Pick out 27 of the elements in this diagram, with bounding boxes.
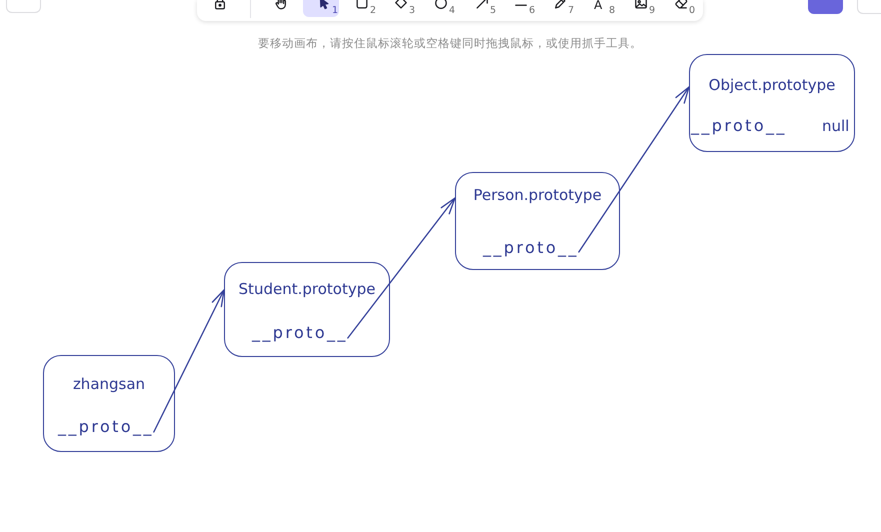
property-label: __proto__ — [58, 417, 154, 437]
value-label: null — [822, 116, 850, 136]
box-title: zhangsan — [72, 374, 146, 394]
box-title: Student.prototype — [238, 279, 376, 299]
selection-tool-button: 1 — [303, 0, 339, 17]
property-label: __proto__ — [691, 116, 787, 136]
line-tool-button: 6 — [512, 0, 538, 17]
arrow — [153, 289, 225, 433]
rounded-box — [43, 355, 175, 452]
hint-text: 要移动画布，请按住鼠标滚轮或空格键同时拖拽鼠标，或使用抓手工具。 — [258, 35, 642, 51]
box-title: Object.prototype — [708, 75, 836, 95]
eraser-tool-button: 0 — [672, 0, 698, 17]
arrow-tool-button: 5 — [472, 0, 498, 17]
rounded-box — [455, 172, 620, 270]
arrow — [347, 197, 456, 339]
rounded-box — [224, 262, 390, 357]
property-label: __proto__ — [483, 238, 579, 258]
image-tool-button: 9 — [632, 0, 658, 17]
rectangle-tool-button: 2 — [352, 0, 378, 17]
arrow — [578, 86, 690, 253]
draw-tool-button: 7 — [551, 0, 577, 17]
box-title: Person.prototype — [473, 185, 602, 205]
diamond-tool-button: 3 — [391, 0, 417, 17]
text-tool-button: A 8 — [592, 0, 618, 17]
rounded-box — [689, 54, 855, 152]
property-label: __proto__ — [252, 323, 348, 343]
ellipse-tool-button: 4 — [432, 0, 458, 17]
